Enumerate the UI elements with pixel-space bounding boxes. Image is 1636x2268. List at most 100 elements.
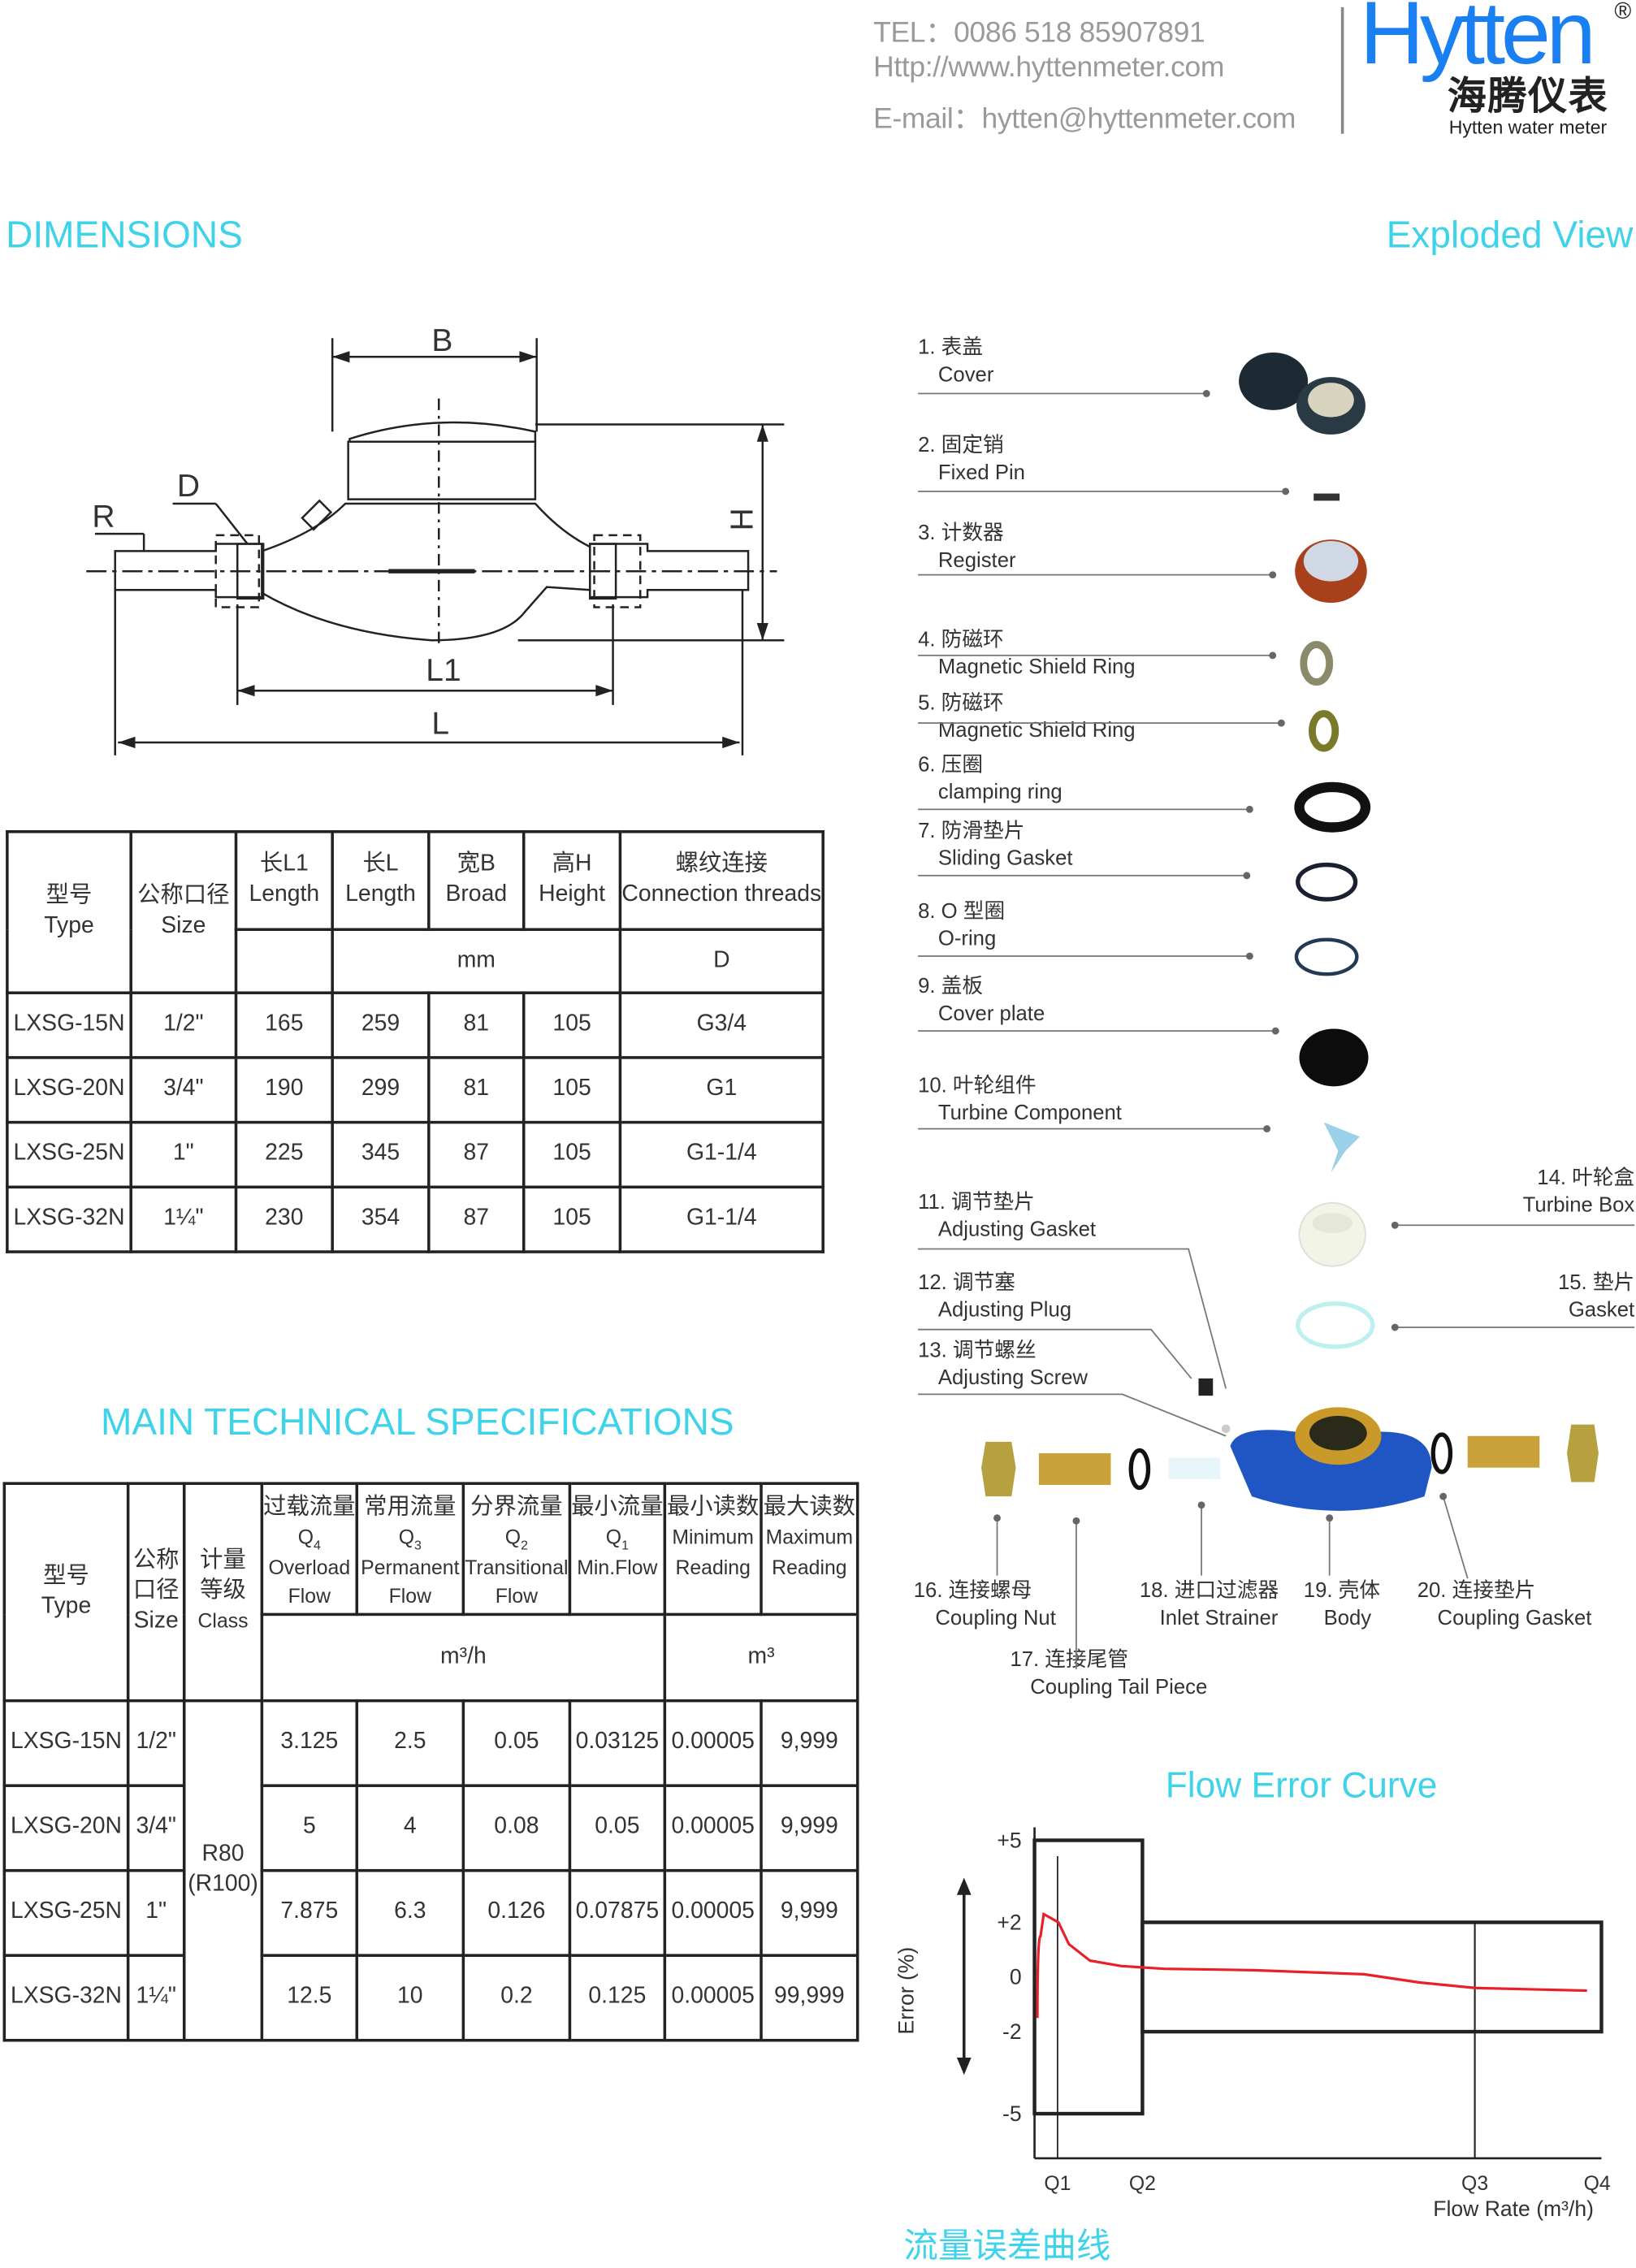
logo-registered: ® bbox=[1614, 0, 1632, 25]
table-cell: LXSG-25N bbox=[2, 1869, 130, 1958]
part-label-cn: 3. 计数器 bbox=[918, 522, 1004, 546]
body-icon bbox=[1230, 1407, 1432, 1511]
part-label-cn: 12. 调节塞 bbox=[918, 1271, 1015, 1296]
leader-line bbox=[918, 722, 1281, 724]
tolerance-envelope-low bbox=[1032, 1838, 1145, 2116]
part-label-en: Adjusting Plug bbox=[937, 1299, 1072, 1322]
table-cell: 3/4" bbox=[126, 1784, 186, 1872]
table-cell: 354 bbox=[331, 1185, 431, 1253]
logo-cn: 海腾仪表 bbox=[1447, 75, 1609, 119]
contact-email[interactable]: E-mail：hytten@hyttenmeter.com bbox=[873, 103, 1296, 136]
table-cell: 190 bbox=[234, 1056, 334, 1124]
part-label-en: Coupling Gasket bbox=[1437, 1607, 1592, 1630]
table-cell: 225 bbox=[234, 1120, 334, 1189]
part-label-cn: 13. 调节螺丝 bbox=[918, 1340, 1037, 1363]
chart-caption: 流量误差曲线 bbox=[903, 2227, 1111, 2266]
leader-line bbox=[918, 392, 1206, 395]
part-label-cn: 10. 叶轮组件 bbox=[918, 1075, 1037, 1098]
part-label-en: Magnetic Shield Ring bbox=[937, 656, 1136, 680]
table-cell: LXSG-32N bbox=[2, 1954, 130, 2042]
leader-line bbox=[918, 955, 1249, 957]
part-label-en: Cover bbox=[937, 364, 994, 387]
table-cell: 2.5 bbox=[355, 1699, 465, 1788]
table-cell: G1-1/4 bbox=[618, 1120, 824, 1189]
dimensions-title: DIMENSIONS bbox=[6, 213, 243, 257]
exploded-parts-illustration bbox=[918, 352, 1599, 1669]
table-cell: 1¼" bbox=[126, 1954, 186, 2042]
table-cell: 7.875 bbox=[260, 1869, 359, 1958]
unit-cell-d: D bbox=[618, 928, 824, 994]
x-tick-label: Q1 bbox=[1044, 2173, 1071, 2195]
leader-dot bbox=[1269, 651, 1277, 660]
o-ring-icon bbox=[1294, 937, 1359, 976]
table-cell: 1" bbox=[126, 1869, 186, 1958]
o-ring-right-icon bbox=[1430, 1432, 1453, 1474]
leader-line bbox=[918, 874, 1246, 876]
gasket-icon bbox=[1296, 1301, 1375, 1349]
adjusting-plug-icon bbox=[1198, 1378, 1214, 1396]
leader-dot bbox=[1245, 952, 1253, 960]
leader-line bbox=[918, 808, 1249, 811]
register-icon bbox=[1295, 539, 1367, 604]
part-label-cn: 4. 防磁环 bbox=[918, 629, 1004, 652]
table-cell: 9,999 bbox=[760, 1784, 859, 1872]
leader-dot bbox=[1202, 390, 1210, 397]
contact-website[interactable]: Http://www.hyttenmeter.com bbox=[873, 51, 1224, 84]
table-cell: 105 bbox=[522, 1120, 622, 1189]
table-cell: 0.07875 bbox=[568, 1869, 667, 1958]
table-cell: 5 bbox=[260, 1784, 359, 1872]
part-label-cn: 15. 垫片 bbox=[1557, 1271, 1635, 1296]
part-label-en: clamping ring bbox=[937, 781, 1063, 805]
table-cell: 81 bbox=[427, 1056, 526, 1124]
table-cell: 230 bbox=[234, 1185, 334, 1253]
table-cell: 259 bbox=[331, 991, 431, 1059]
part-label-en: Register bbox=[937, 549, 1016, 573]
part-label-en: Inlet Strainer bbox=[1159, 1607, 1279, 1630]
leader-dot bbox=[1282, 487, 1290, 496]
y-tick-label: +2 bbox=[997, 1910, 1021, 1934]
part-label-cn: 9. 盖板 bbox=[918, 975, 984, 999]
table-cell: 0.00005 bbox=[663, 1869, 763, 1958]
chart-x-label: Flow Rate (m³/h) bbox=[1433, 2197, 1595, 2222]
dimension-drawing bbox=[86, 338, 785, 755]
dim-label-l: L bbox=[431, 704, 450, 742]
table-cell: 345 bbox=[331, 1120, 431, 1189]
leader-dot bbox=[1245, 805, 1253, 813]
specs-title: MAIN TECHNICAL SPECIFICATIONS bbox=[100, 1400, 734, 1443]
part-label-cn: 14. 叶轮盒 bbox=[1537, 1166, 1635, 1190]
table-cell: 105 bbox=[522, 1056, 622, 1124]
table-cell: G1-1/4 bbox=[618, 1185, 824, 1253]
dim-label-r: R bbox=[92, 497, 115, 535]
part-label-en: Turbine Box bbox=[1522, 1194, 1635, 1218]
leader-line bbox=[1396, 1224, 1635, 1227]
cover-part-icon bbox=[1239, 352, 1365, 435]
header-divider bbox=[1340, 6, 1344, 134]
part-label-en: Adjusting Gasket bbox=[937, 1218, 1097, 1242]
clamping-ring-icon bbox=[1294, 781, 1371, 833]
x-tick-label: Q4 bbox=[1584, 2173, 1611, 2195]
tolerance-envelope-high bbox=[1140, 1920, 1604, 2034]
y-tick-label: -2 bbox=[1002, 2019, 1022, 2044]
table-cell: 99,999 bbox=[760, 1954, 859, 2042]
unit-cell bbox=[234, 928, 334, 994]
table-cell: 299 bbox=[331, 1056, 431, 1124]
part-label-en: Coupling Nut bbox=[935, 1607, 1056, 1630]
table-cell: LXSG-32N bbox=[6, 1185, 132, 1253]
leader-dot bbox=[1391, 1323, 1399, 1331]
table-cell: 0.126 bbox=[461, 1869, 572, 1958]
